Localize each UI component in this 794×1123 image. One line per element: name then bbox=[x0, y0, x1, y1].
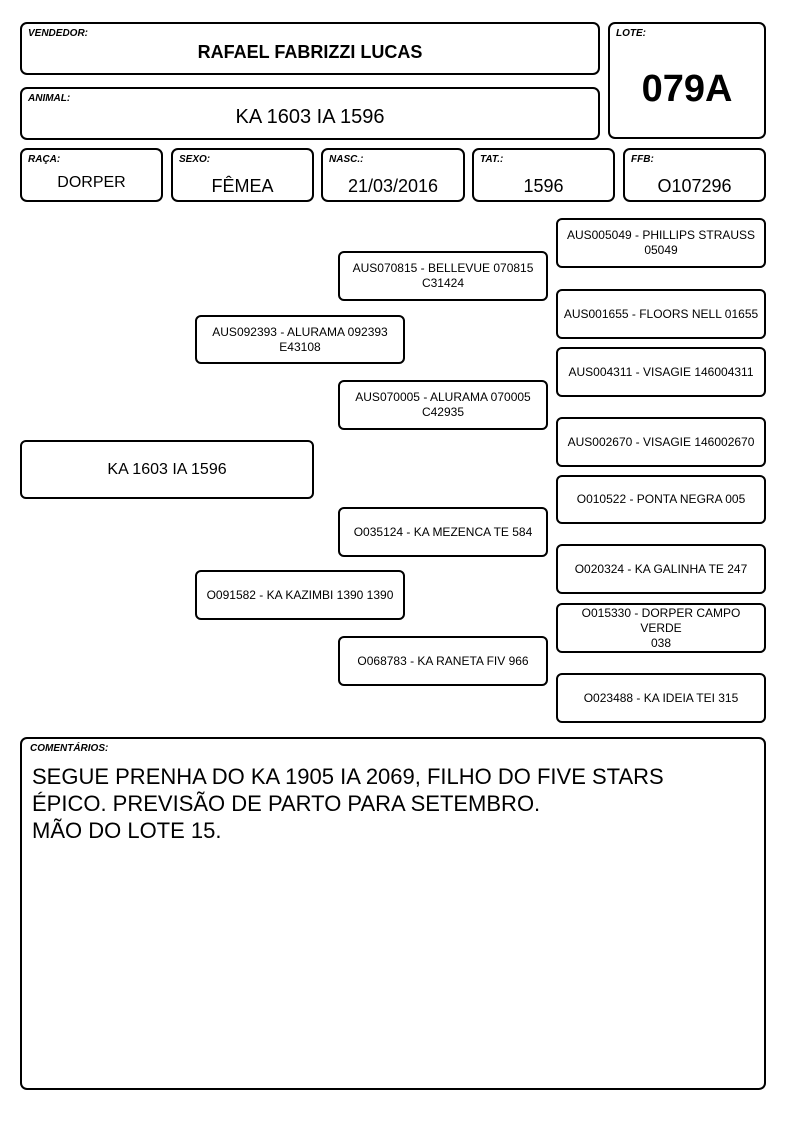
ffb-label: FFB: bbox=[631, 154, 654, 165]
pedigree-ggp-3: AUS004311 - VISAGIE 146004311 bbox=[556, 347, 766, 397]
pedigree-ggp-2: AUS001655 - FLOORS NELL 01655 bbox=[556, 289, 766, 339]
pedigree-animal: KA 1603 IA 1596 bbox=[20, 440, 314, 499]
birth-label: NASC.: bbox=[329, 154, 364, 165]
ffb-value: O107296 bbox=[657, 176, 732, 196]
birth-value: 21/03/2016 bbox=[347, 176, 439, 196]
pedigree-ggp-4: AUS002670 - VISAGIE 146002670 bbox=[556, 417, 766, 467]
comments-line-1: SEGUE PRENHA DO KA 1905 IA 2069, FILHO D… bbox=[32, 764, 664, 789]
comments-label: COMENTÁRIOS: bbox=[30, 743, 109, 754]
comments-text: SEGUE PRENHA DO KA 1905 IA 2069, FILHO D… bbox=[32, 763, 664, 844]
lot-number: 079A bbox=[641, 68, 733, 110]
pedigree-sire-dam: AUS070005 - ALURAMA 070005 C42935 bbox=[338, 380, 548, 430]
pedigree-ggp-5: O010522 - PONTA NEGRA 005 bbox=[556, 475, 766, 524]
tattoo-box: TAT.: 1596 bbox=[472, 148, 615, 202]
lot-label: LOTE: bbox=[616, 28, 646, 39]
sex-value: FÊMEA bbox=[211, 176, 274, 196]
lot-box: LOTE: 079A bbox=[608, 22, 766, 139]
breed-box: RAÇA: DORPER bbox=[20, 148, 163, 202]
vendor-label: VENDEDOR: bbox=[28, 28, 89, 39]
pedigree-ggp-6: O020324 - KA GALINHA TE 247 bbox=[556, 544, 766, 594]
animal-label: ANIMAL: bbox=[28, 93, 71, 104]
sex-label: SEXO: bbox=[179, 154, 211, 165]
pedigree-dam: O091582 - KA KAZIMBI 1390 1390 bbox=[195, 570, 405, 620]
animal-name: KA 1603 IA 1596 bbox=[235, 106, 385, 128]
vendor-name: RAFAEL FABRIZZI LUCAS bbox=[197, 42, 423, 62]
tattoo-value: 1596 bbox=[523, 176, 564, 196]
sex-box: SEXO: FÊMEA bbox=[171, 148, 314, 202]
comments-line-2: ÉPICO. PREVISÃO DE PARTO PARA SETEMBRO. bbox=[32, 791, 541, 816]
pedigree-sire-sire: AUS070815 - BELLEVUE 070815 C31424 bbox=[338, 251, 548, 301]
vendor-box: VENDEDOR: RAFAEL FABRIZZI LUCAS bbox=[20, 22, 600, 75]
pedigree-ggp-7: O015330 - DORPER CAMPO VERDE 038 bbox=[556, 603, 766, 653]
comments-line-3: MÃO DO LOTE 15. bbox=[32, 818, 222, 843]
ffb-box: FFB: O107296 bbox=[623, 148, 766, 202]
breed-value: DORPER bbox=[57, 174, 126, 191]
breed-label: RAÇA: bbox=[28, 154, 61, 165]
comments-box: COMENTÁRIOS: SEGUE PRENHA DO KA 1905 IA … bbox=[20, 737, 766, 1090]
tattoo-label: TAT.: bbox=[480, 154, 504, 165]
animal-box: ANIMAL: KA 1603 IA 1596 bbox=[20, 87, 600, 140]
birth-box: NASC.: 21/03/2016 bbox=[321, 148, 465, 202]
pedigree-sire: AUS092393 - ALURAMA 092393 E43108 bbox=[195, 315, 405, 364]
pedigree-ggp-1: AUS005049 - PHILLIPS STRAUSS 05049 bbox=[556, 218, 766, 268]
pedigree-ggp-8: O023488 - KA IDEIA TEI 315 bbox=[556, 673, 766, 723]
pedigree-dam-sire: O035124 - KA MEZENCA TE 584 bbox=[338, 507, 548, 557]
pedigree-dam-dam: O068783 - KA RANETA FIV 966 bbox=[338, 636, 548, 686]
